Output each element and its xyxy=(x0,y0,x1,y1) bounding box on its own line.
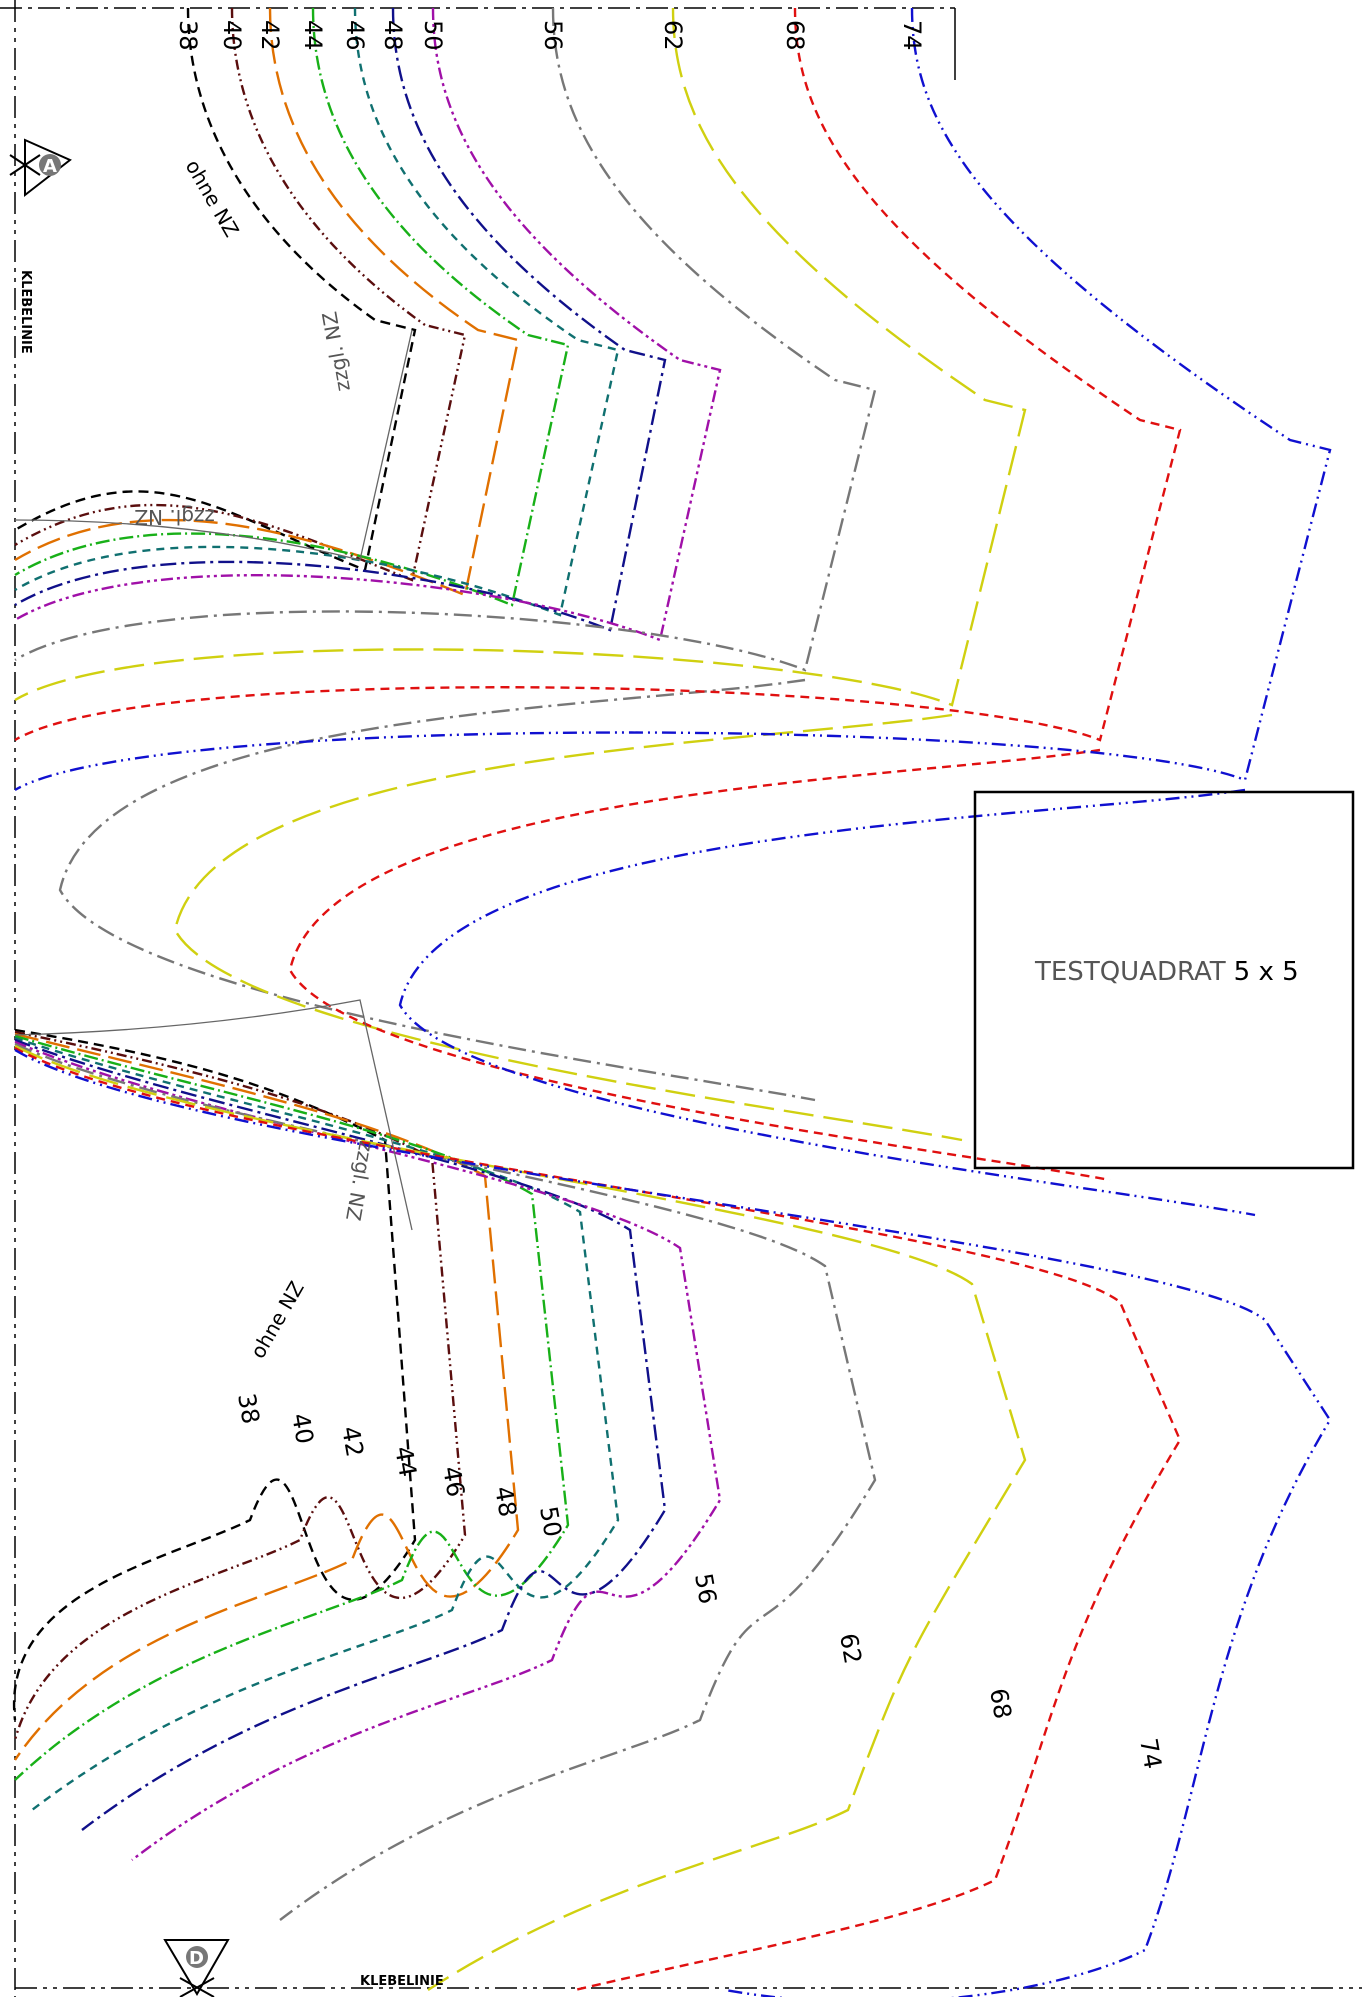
bottom-curve-size-46 xyxy=(14,1036,620,1811)
top-curve-size-40 xyxy=(14,7,467,582)
bottom-curve-size-50 xyxy=(14,1040,722,1861)
seam-allowance-guide-top xyxy=(14,329,413,561)
bottom-curve-size-62 xyxy=(14,1044,1027,1992)
bottom-size-label-50: 50 xyxy=(534,1504,567,1539)
top-size-label-38: 38 xyxy=(174,20,202,51)
top-size-label-56: 56 xyxy=(539,20,567,51)
marker-a-triangle: A xyxy=(9,138,72,198)
top-curve-size-44 xyxy=(14,7,570,607)
armhole-curve-size-62 xyxy=(173,713,963,1142)
bottom-curve-size-44 xyxy=(14,1034,570,1781)
bottom-size-label-46: 46 xyxy=(437,1464,470,1499)
armhole-curve-size-68 xyxy=(288,748,1111,1182)
top-curve-size-48 xyxy=(14,7,667,632)
top-curve-size-56 xyxy=(14,7,877,672)
bottom-size-label-38: 38 xyxy=(232,1391,265,1426)
top-size-labels: 38 40 42 44 46 48 50 56 62 68 74 xyxy=(174,20,926,51)
bottom-size-label-40: 40 xyxy=(286,1411,319,1446)
glue-line-label-left: KLEBELINIE xyxy=(18,270,33,354)
bottom-size-label-68: 68 xyxy=(984,1686,1017,1721)
bottom-size-label-48: 48 xyxy=(489,1484,522,1519)
marker-a-label: A xyxy=(43,156,57,177)
top-size-label-50: 50 xyxy=(419,20,447,51)
test-square xyxy=(973,790,1355,1170)
top-size-label-74: 74 xyxy=(898,20,926,51)
note-zzgl-nz-left: zzgl. NZ xyxy=(134,505,215,529)
bottom-size-label-56: 56 xyxy=(689,1571,722,1606)
top-curve-size-62 xyxy=(14,7,1027,707)
top-curve-size-46 xyxy=(14,7,620,617)
bottom-curve-size-38 xyxy=(12,1028,417,1721)
bottom-size-label-44: 44 xyxy=(389,1444,422,1479)
bottom-curve-size-42 xyxy=(14,1032,520,1761)
top-size-label-48: 48 xyxy=(379,20,407,51)
bottom-size-label-74: 74 xyxy=(1134,1736,1167,1771)
bottom-size-label-62: 62 xyxy=(834,1631,867,1666)
top-size-label-62: 62 xyxy=(659,20,687,51)
seam-allowance-guide-bottom xyxy=(14,999,413,1231)
top-size-label-68: 68 xyxy=(781,20,809,51)
top-size-label-40: 40 xyxy=(218,20,246,51)
armhole-curve-size-74 xyxy=(398,788,1256,1217)
top-size-label-46: 46 xyxy=(341,20,369,51)
top-curve-size-50 xyxy=(14,7,722,642)
marker-d-triangle: D xyxy=(163,1939,230,1997)
bottom-curve-size-40 xyxy=(13,1030,467,1741)
top-curve-size-38 xyxy=(14,7,417,572)
bottom-curve-size-74 xyxy=(14,1048,1332,1997)
armhole-curve-size-56 xyxy=(58,678,816,1102)
top-curve-size-74 xyxy=(14,7,1332,792)
top-size-curves xyxy=(14,7,1332,1217)
bottom-size-curves xyxy=(12,1028,1332,1997)
bottom-curve-size-68 xyxy=(14,1046,1182,1992)
top-curve-size-42 xyxy=(14,7,520,597)
top-size-label-42: 42 xyxy=(256,20,284,51)
marker-d-label: D xyxy=(189,1948,204,1969)
bottom-size-labels: 38 40 42 44 46 48 50 56 62 68 74 xyxy=(232,1391,1167,1771)
top-size-label-44: 44 xyxy=(299,20,327,51)
top-curve-size-68 xyxy=(14,7,1182,742)
bottom-curve-size-48 xyxy=(14,1038,667,1831)
bottom-size-label-42: 42 xyxy=(336,1424,369,1459)
glue-line-label-bottom: KLEBELINIE xyxy=(360,1974,444,1989)
